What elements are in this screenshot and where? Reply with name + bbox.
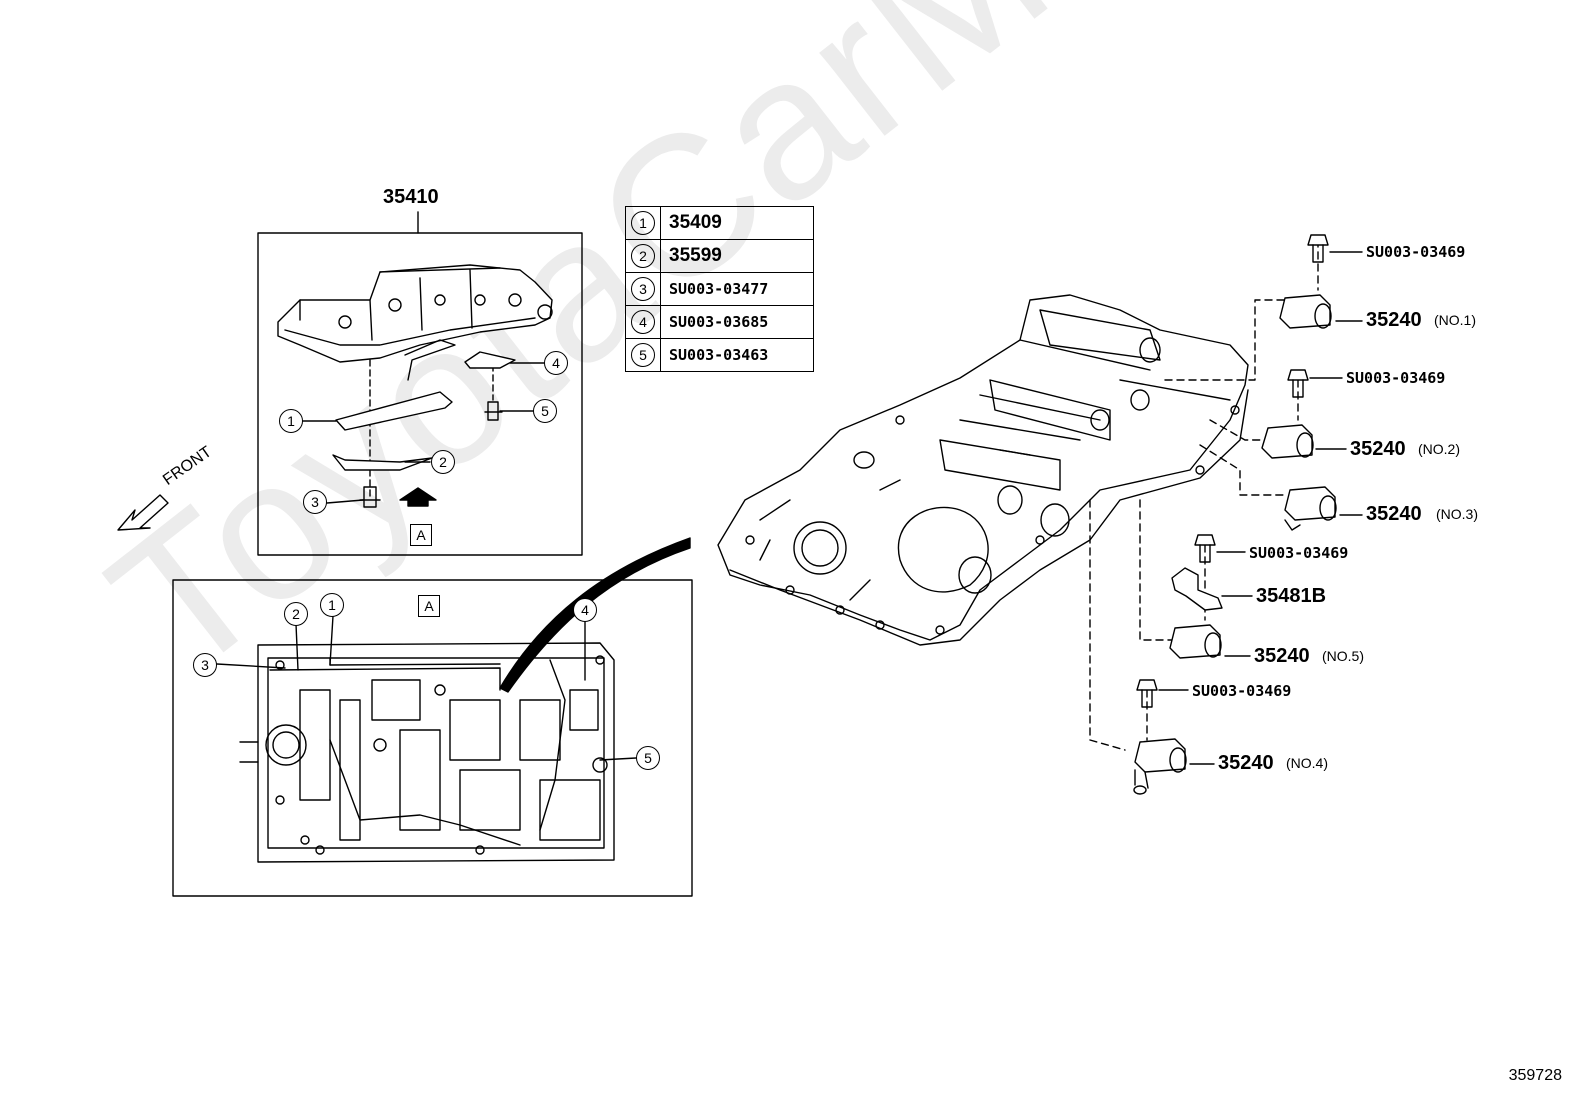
bolt-icon	[1194, 534, 1216, 563]
legend-part[interactable]: 35599	[660, 239, 814, 273]
bolt-icon	[1136, 679, 1158, 708]
part-label-bracket[interactable]: 35481B	[1256, 585, 1327, 607]
valve-body-bottom-view	[239, 642, 615, 863]
callout-4[interactable]: 4	[573, 598, 597, 622]
legend-num: 5	[631, 343, 655, 367]
bolt-icon	[1287, 369, 1309, 398]
callout-3[interactable]: 3	[303, 490, 327, 514]
front-arrow	[117, 494, 169, 531]
callout-2[interactable]: 2	[284, 602, 308, 626]
valve-body-small	[277, 264, 553, 381]
legend-num: 3	[631, 277, 655, 301]
part-label-solenoid[interactable]: 35240	[1350, 438, 1406, 460]
solenoid-icon	[1279, 294, 1332, 329]
legend-row[interactable]: 4 SU003-03685	[625, 305, 814, 339]
solenoid-note: (NO.1)	[1434, 312, 1476, 328]
legend-row[interactable]: 2 35599	[625, 239, 814, 273]
view-a-title: A	[418, 595, 440, 617]
solenoid-note: (NO.5)	[1322, 648, 1364, 664]
bolt-5	[484, 401, 503, 421]
view-a-marker[interactable]: A	[410, 524, 432, 546]
part-label-bolt[interactable]: SU003-03469	[1249, 544, 1349, 562]
legend-row[interactable]: 3 SU003-03477	[625, 272, 814, 306]
diagram-reference-number: 359728	[1508, 1067, 1562, 1084]
solenoid-icon	[1133, 738, 1187, 795]
callout-5[interactable]: 5	[636, 746, 660, 770]
plate-1	[335, 391, 453, 431]
legend-row[interactable]: 1 35409	[625, 206, 814, 240]
part-label-bolt[interactable]: SU003-03469	[1192, 682, 1292, 700]
legend-num: 2	[631, 244, 655, 268]
legend-row[interactable]: 5 SU003-03463	[625, 338, 814, 372]
clip-4	[464, 351, 516, 369]
legend-part[interactable]: SU003-03477	[660, 272, 814, 306]
view-arrow	[399, 487, 437, 507]
valve-body-large	[717, 294, 1249, 646]
part-label-solenoid[interactable]: 35240	[1218, 752, 1274, 774]
legend-table: 1 35409 2 35599 3 SU003-03477 4 SU003-03…	[625, 206, 814, 372]
assembly-box	[257, 232, 583, 556]
view-a-box	[172, 579, 693, 897]
legend-num: 4	[631, 310, 655, 334]
assembly-part-number[interactable]: 35410	[383, 186, 439, 208]
callout-3[interactable]: 3	[193, 653, 217, 677]
solenoid-icon	[1261, 424, 1314, 459]
legend-part[interactable]: SU003-03463	[660, 338, 814, 372]
part-label-solenoid[interactable]: 35240	[1366, 309, 1422, 331]
solenoid-icon	[1169, 624, 1222, 659]
legend-part[interactable]: SU003-03685	[660, 305, 814, 339]
solenoid-note: (NO.4)	[1286, 755, 1328, 771]
callout-5[interactable]: 5	[533, 399, 557, 423]
part-label-solenoid[interactable]: 35240	[1254, 645, 1310, 667]
part-label-bolt[interactable]: SU003-03469	[1366, 243, 1466, 261]
solenoid-note: (NO.3)	[1436, 506, 1478, 522]
callout-1[interactable]: 1	[279, 409, 303, 433]
bolt-icon	[1307, 234, 1329, 263]
callout-1[interactable]: 1	[320, 593, 344, 617]
part-label-bolt[interactable]: SU003-03469	[1346, 369, 1446, 387]
view-pointer	[499, 537, 691, 693]
callout-2[interactable]: 2	[431, 450, 455, 474]
bracket-icon	[1171, 567, 1223, 611]
solenoid-note: (NO.2)	[1418, 441, 1460, 457]
callout-4[interactable]: 4	[544, 351, 568, 375]
leader-lines	[1158, 251, 1363, 765]
legend-part[interactable]: 35409	[660, 206, 814, 240]
solenoid-icon	[1284, 486, 1337, 531]
assembly-dash-lines	[1089, 239, 1319, 751]
part-label-solenoid[interactable]: 35240	[1366, 503, 1422, 525]
legend-num: 1	[631, 211, 655, 235]
